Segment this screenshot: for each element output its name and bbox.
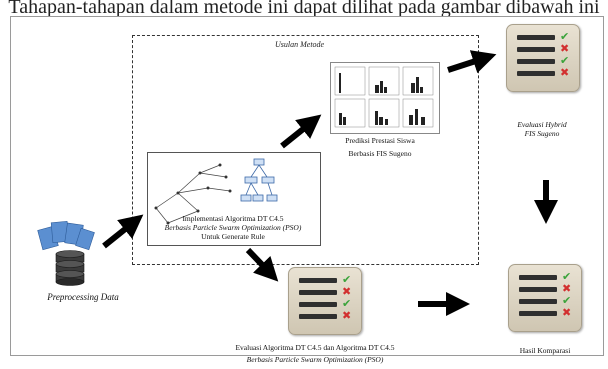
- hybrid-eval-caption: Evaluasi Hybrid FIS Sugeno: [490, 120, 594, 138]
- result-label: Hasil Komparasi: [519, 346, 571, 355]
- comparison-eval-caption: Evaluasi Algoritma DT C4.5 dan Algoritma…: [200, 343, 430, 364]
- hybrid-eval-line2: FIS Sugeno: [524, 129, 560, 138]
- result-caption: Hasil Komparasi: [500, 346, 590, 355]
- implementation-caption: Implementasi Algoritma DT C4.5 Berbasis …: [147, 214, 319, 241]
- hybrid-eval-line1: Evaluasi Hybrid: [517, 120, 567, 129]
- checklist-icon: ✔ ✖ ✔ ✖: [508, 264, 582, 332]
- implementation-line1: Implementasi Algoritma DT C4.5: [182, 214, 284, 223]
- preprocessing-label: Preprocessing Data: [47, 292, 119, 302]
- checklist-icon: ✔ ✖ ✔ ✖: [288, 267, 362, 335]
- top-caption: Tahapan-tahapan dalam metode ini dapat d…: [8, 0, 600, 18]
- prediction-panel: [330, 62, 440, 134]
- proposed-method-label: Usulan Metode: [275, 40, 325, 49]
- prediction-caption: Prediksi Prestasi Siswa Berbasis FIS Sug…: [300, 136, 460, 158]
- proposed-method-box: [132, 35, 479, 265]
- implementation-panel: [147, 152, 321, 246]
- prediction-line1: Prediksi Prestasi Siswa: [345, 136, 415, 145]
- implementation-line2: Berbasis Particle Swarm Optimization (PS…: [164, 223, 302, 232]
- checklist-icon: ✔ ✖ ✔ ✖: [506, 24, 580, 92]
- comparison-eval-line2: Berbasis Particle Swarm Optimization (PS…: [246, 355, 384, 364]
- implementation-line3: Untuk Generate Rule: [201, 232, 265, 241]
- tree-graph-icon: [154, 158, 278, 225]
- prediction-line2: Berbasis FIS Sugeno: [348, 149, 412, 158]
- comparison-eval-line1: Evaluasi Algoritma DT C4.5 dan Algoritma…: [235, 343, 395, 352]
- histogram-icon: [334, 66, 434, 128]
